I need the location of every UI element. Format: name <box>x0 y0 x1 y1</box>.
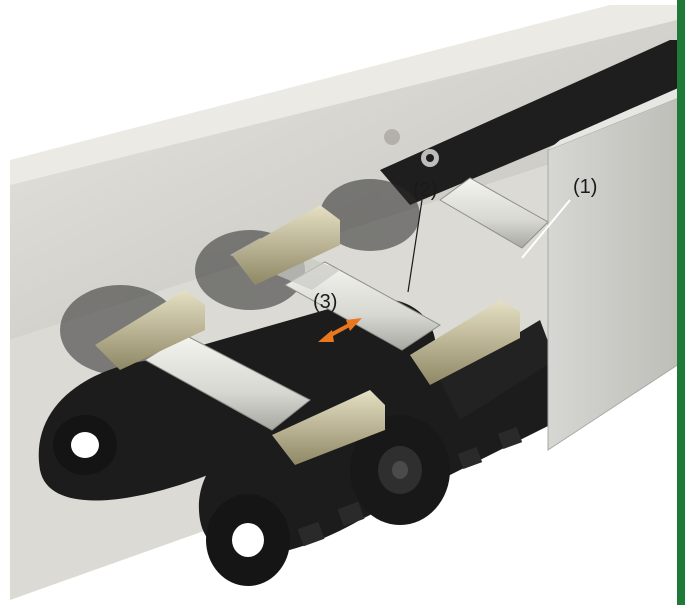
bracket <box>410 300 520 385</box>
guide-rail <box>380 40 685 205</box>
callout-label-3: (3) <box>313 291 338 313</box>
double-headed-arrow-icon <box>318 318 362 342</box>
bracket <box>232 205 340 285</box>
crossbars <box>144 177 549 431</box>
right-edge-bar <box>677 0 685 605</box>
callout-label-2: (2) <box>413 179 438 201</box>
bracket <box>95 290 205 370</box>
leader-line-2 <box>407 199 423 293</box>
leader-line-1 <box>521 199 571 259</box>
channel-top-edge <box>10 5 685 185</box>
channel-back-wall <box>10 10 685 340</box>
rail-bolt <box>384 129 400 145</box>
side-cover-plate <box>547 94 685 451</box>
bracket <box>272 390 385 465</box>
callout-label-1: (1) <box>573 176 598 198</box>
brackets <box>95 205 520 465</box>
